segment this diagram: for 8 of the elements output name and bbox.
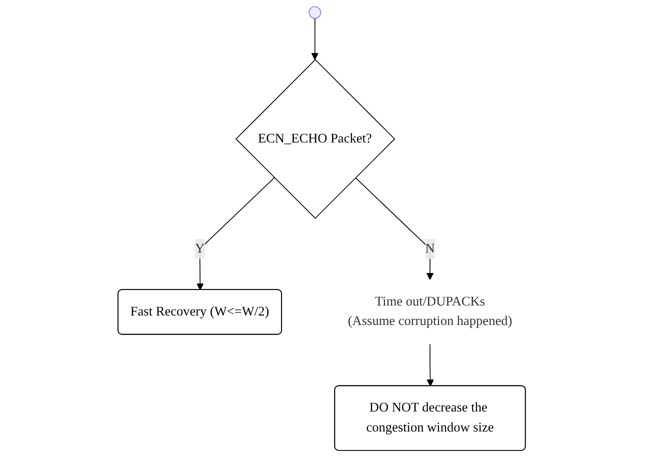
arrow	[426, 344, 434, 386]
node-text: Time out/DUPACKs (Assume corruption happened)	[348, 294, 512, 329]
arrow	[196, 177, 275, 290]
edge-label: Y	[194, 241, 205, 256]
arrow	[311, 18, 319, 60]
arrow	[355, 177, 434, 280]
node-diamond	[235, 59, 396, 219]
edge-label: N	[425, 241, 435, 256]
